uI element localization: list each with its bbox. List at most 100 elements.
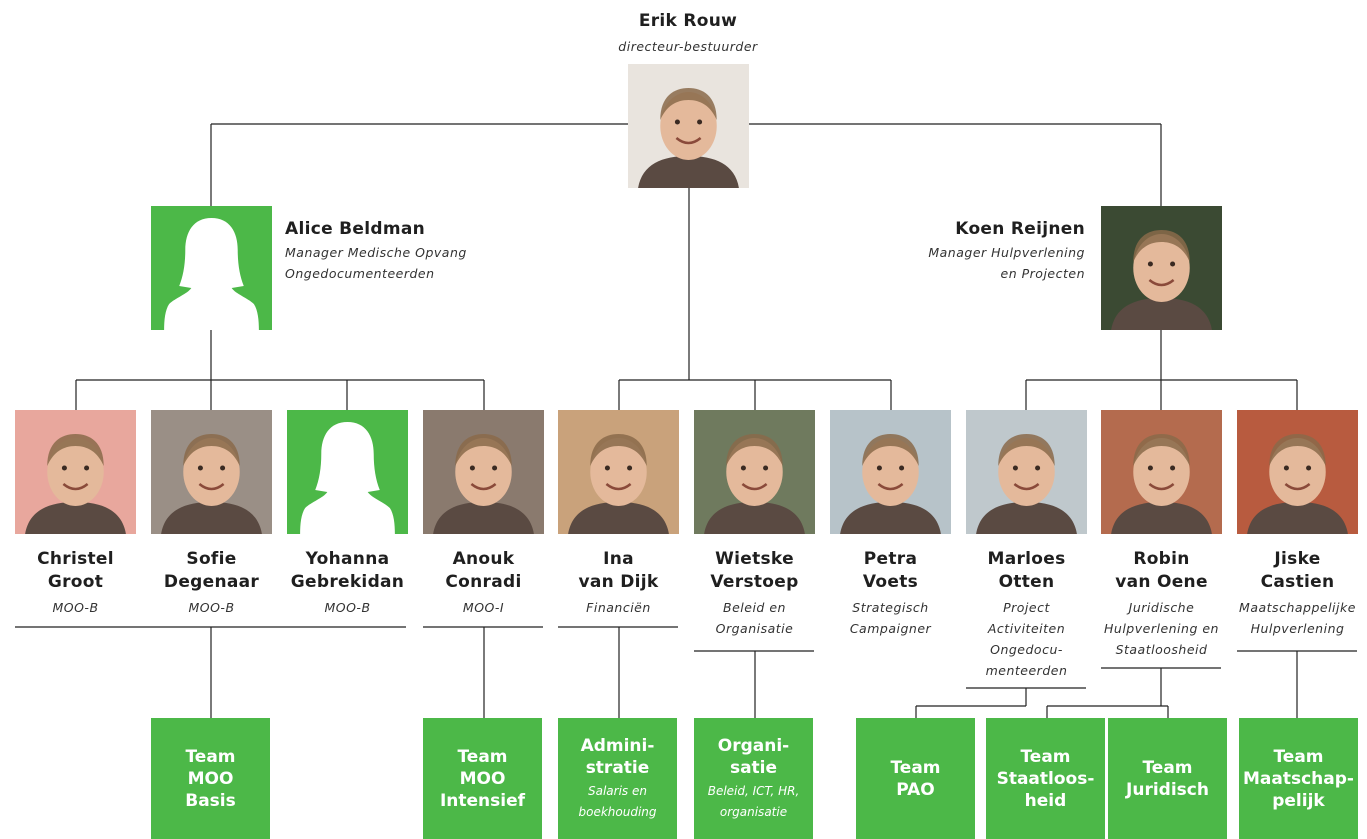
portrait-face — [183, 438, 240, 506]
staff-photo-christel-groot — [15, 410, 136, 534]
portrait-eye — [1170, 261, 1176, 267]
portrait-face — [1133, 438, 1190, 506]
portrait-face — [590, 438, 647, 506]
staff-photo-wietske-verstoep — [694, 410, 815, 534]
portrait-smile — [877, 483, 904, 491]
staff-photo-marloes-otten — [966, 410, 1087, 534]
portrait-eye — [1035, 465, 1041, 471]
portrait-shoulders — [1111, 502, 1212, 534]
portrait-face — [998, 438, 1055, 506]
director-name: Erik Rouw — [638, 11, 738, 31]
portrait-face — [862, 438, 919, 506]
portrait-hair — [455, 434, 512, 466]
director-role: directeur-bestuurder — [618, 39, 758, 54]
team-subtitle: Beleid, ICT, HR,organisatie — [707, 783, 800, 819]
portrait-eye — [1283, 465, 1289, 471]
portrait-eye — [1306, 465, 1312, 471]
portrait-eye — [627, 465, 633, 471]
portrait-shoulders — [161, 502, 262, 534]
staff-photo-anouk-conradi — [423, 410, 544, 534]
portrait-smile — [198, 483, 225, 491]
staff-role-ina-van-dijk: Financiën — [586, 600, 651, 615]
portrait-eye — [604, 465, 610, 471]
portrait-eye — [1147, 465, 1153, 471]
portrait-eye — [697, 119, 703, 125]
portrait-eye — [220, 465, 226, 471]
staff-photo-petra-voets — [830, 410, 951, 534]
portrait-hair — [47, 434, 104, 466]
manager-photo-alice-beldman — [151, 206, 272, 330]
staff-role-sofie-degenaar: MOO-B — [188, 600, 235, 615]
portrait-hair — [183, 434, 240, 466]
staff-role-christel-groot: MOO-B — [52, 600, 99, 615]
team-title: Admini-stratie — [580, 735, 655, 778]
staff-role-yohanna-gebrekidan: MOO-B — [324, 600, 371, 615]
portrait-smile — [62, 483, 89, 491]
portrait-face — [455, 438, 512, 506]
portrait-face — [660, 92, 717, 160]
team-title: Organi-satie — [717, 735, 790, 778]
staff-photo-yohanna-gebrekidan — [287, 410, 408, 534]
portrait-hair — [660, 88, 717, 120]
portrait-face — [726, 438, 783, 506]
portrait-eye — [674, 119, 680, 125]
staff-role-anouk-conradi: MOO-I — [462, 600, 505, 615]
staff-photo-jiske-castien — [1237, 410, 1358, 534]
staff-photo-ina-van-dijk — [558, 410, 679, 534]
portrait-shoulders — [1111, 298, 1212, 330]
portrait-hair — [1133, 230, 1190, 262]
staff-photo-sofie-degenaar — [151, 410, 272, 534]
portrait-eye — [876, 465, 882, 471]
portrait-hair — [998, 434, 1055, 466]
portrait-smile — [470, 483, 497, 491]
person-silhouette-icon — [300, 422, 395, 534]
portrait-hair — [1133, 434, 1190, 466]
portrait-eye — [740, 465, 746, 471]
portrait-shoulders — [638, 156, 739, 188]
portrait-face — [1133, 234, 1190, 302]
portrait-eye — [197, 465, 203, 471]
staff-photo-robin-van-oene — [1101, 410, 1222, 534]
portrait-smile — [675, 137, 702, 145]
portrait-smile — [1284, 483, 1311, 491]
portrait-eye — [84, 465, 90, 471]
portrait-hair — [862, 434, 919, 466]
portrait-smile — [1013, 483, 1040, 491]
portrait-eye — [61, 465, 67, 471]
portrait-smile — [1148, 483, 1175, 491]
portrait-smile — [605, 483, 632, 491]
portrait-eye — [763, 465, 769, 471]
portrait-hair — [1269, 434, 1326, 466]
manager-name-alice-beldman: Alice Beldman — [285, 219, 426, 239]
portrait-shoulders — [25, 502, 126, 534]
portrait-shoulders — [976, 502, 1077, 534]
portrait-face — [47, 438, 104, 506]
